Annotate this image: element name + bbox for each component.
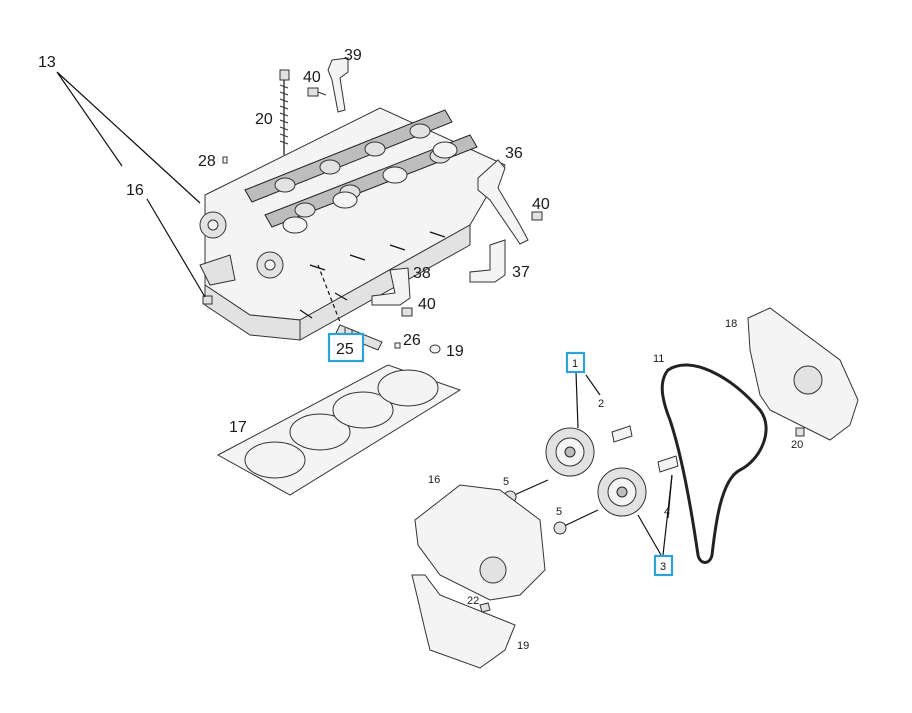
small-bolt bbox=[401, 307, 413, 317]
callout-25[interactable]: 25 bbox=[336, 341, 354, 358]
callout-39[interactable]: 39 bbox=[344, 47, 362, 64]
camshaft-adjuster-exhaust bbox=[597, 467, 647, 517]
bracket bbox=[469, 239, 506, 283]
small-bolt bbox=[202, 295, 213, 305]
callout-37[interactable]: 37 bbox=[512, 264, 530, 281]
lower-timing-cover bbox=[411, 574, 516, 669]
callout-17[interactable]: 17 bbox=[229, 419, 247, 436]
callout-36[interactable]: 36 bbox=[505, 145, 523, 162]
callout-16[interactable]: 16 bbox=[126, 182, 144, 199]
dowel-pin bbox=[657, 455, 679, 473]
camshaft-adjuster-intake bbox=[545, 427, 595, 477]
bracket bbox=[371, 267, 411, 306]
head-bolt bbox=[279, 69, 290, 155]
callout-25-highlight bbox=[327, 332, 365, 363]
callout-1-highlight bbox=[565, 351, 586, 374]
callout-13[interactable]: 13 bbox=[38, 54, 56, 71]
small-bolt bbox=[795, 427, 805, 437]
callout-28[interactable]: 28 bbox=[198, 153, 216, 170]
small-bolt bbox=[307, 87, 327, 97]
callout-3-highlight bbox=[653, 554, 674, 577]
cylinder-head bbox=[199, 107, 506, 341]
callout-20[interactable]: 20 bbox=[255, 111, 273, 128]
callout-1[interactable]: 1 bbox=[572, 358, 578, 370]
callout-5[interactable]: 5 bbox=[556, 506, 562, 518]
small-bolt bbox=[531, 211, 543, 221]
callout-19[interactable]: 19 bbox=[517, 640, 529, 652]
callout-26[interactable]: 26 bbox=[403, 332, 421, 349]
callout-20[interactable]: 20 bbox=[791, 439, 803, 451]
adjuster-bolt bbox=[561, 509, 599, 528]
dowel-pin bbox=[611, 425, 633, 443]
callout-16[interactable]: 16 bbox=[428, 474, 440, 486]
callout-19[interactable]: 19 bbox=[446, 343, 464, 360]
leader-lines bbox=[56, 71, 673, 556]
callout-22[interactable]: 22 bbox=[467, 595, 479, 607]
callout-40[interactable]: 40 bbox=[532, 196, 550, 213]
bracket bbox=[327, 57, 349, 113]
head-gasket bbox=[216, 364, 462, 496]
callout-3[interactable]: 3 bbox=[660, 561, 666, 573]
callout-38[interactable]: 38 bbox=[413, 265, 431, 282]
callout-40[interactable]: 40 bbox=[418, 296, 436, 313]
front-timing-cover bbox=[414, 484, 546, 601]
callout-5[interactable]: 5 bbox=[503, 476, 509, 488]
callout-2[interactable]: 2 bbox=[598, 398, 604, 410]
timing-belt bbox=[660, 363, 768, 564]
small-bolt bbox=[479, 602, 491, 613]
callout-18[interactable]: 18 bbox=[725, 318, 737, 330]
callout-4[interactable]: 4 bbox=[664, 506, 670, 518]
callout-40[interactable]: 40 bbox=[303, 69, 321, 86]
callout-11[interactable]: 11 bbox=[653, 353, 664, 365]
adjuster-bolt bbox=[511, 479, 549, 497]
bracket bbox=[477, 159, 529, 245]
plug bbox=[222, 156, 228, 164]
spark-plug-wells bbox=[282, 141, 458, 234]
